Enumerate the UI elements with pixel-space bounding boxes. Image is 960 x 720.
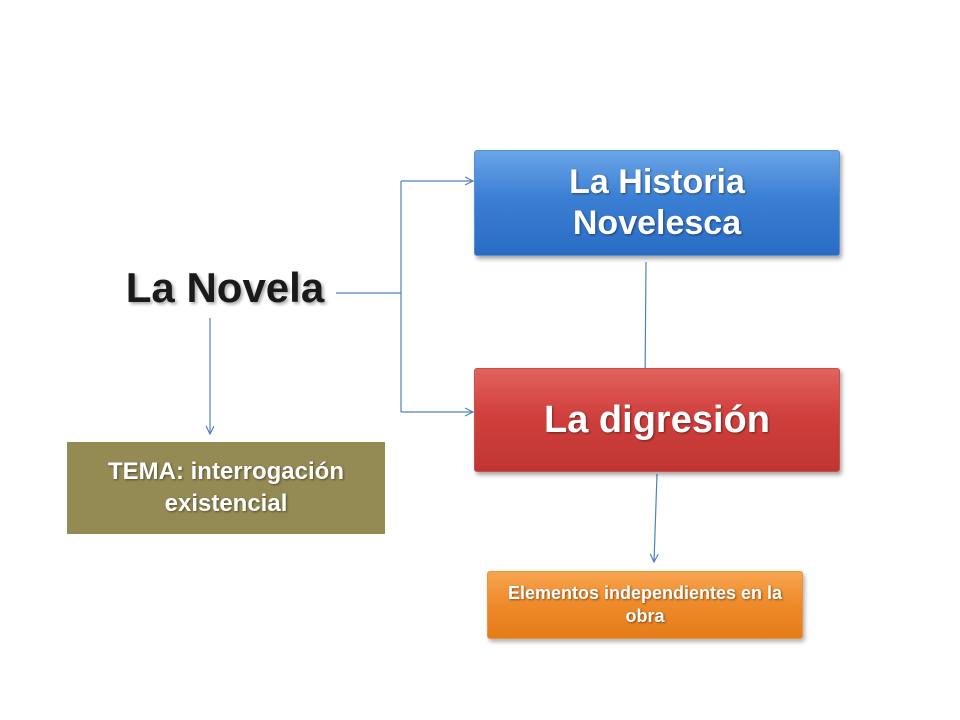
node-elementos: Elementos independientes en la obra xyxy=(487,571,803,639)
root-node-la-novela: La Novela xyxy=(125,264,325,311)
arrow-historia-to-digresion xyxy=(645,261,646,384)
node-digresion-label: La digresión xyxy=(544,398,770,441)
arrow-to-elementos xyxy=(654,473,657,562)
node-tema: TEMA: interrogación existencial xyxy=(67,442,385,534)
node-historia-label: La Historia Novelesca xyxy=(569,163,745,242)
node-digresion: La digresión xyxy=(474,368,840,472)
node-elementos-label: Elementos independientes en la obra xyxy=(507,582,783,626)
node-tema-label: TEMA: interrogación existencial xyxy=(107,457,344,517)
node-historia-novelesca: La Historia Novelesca xyxy=(474,150,840,256)
